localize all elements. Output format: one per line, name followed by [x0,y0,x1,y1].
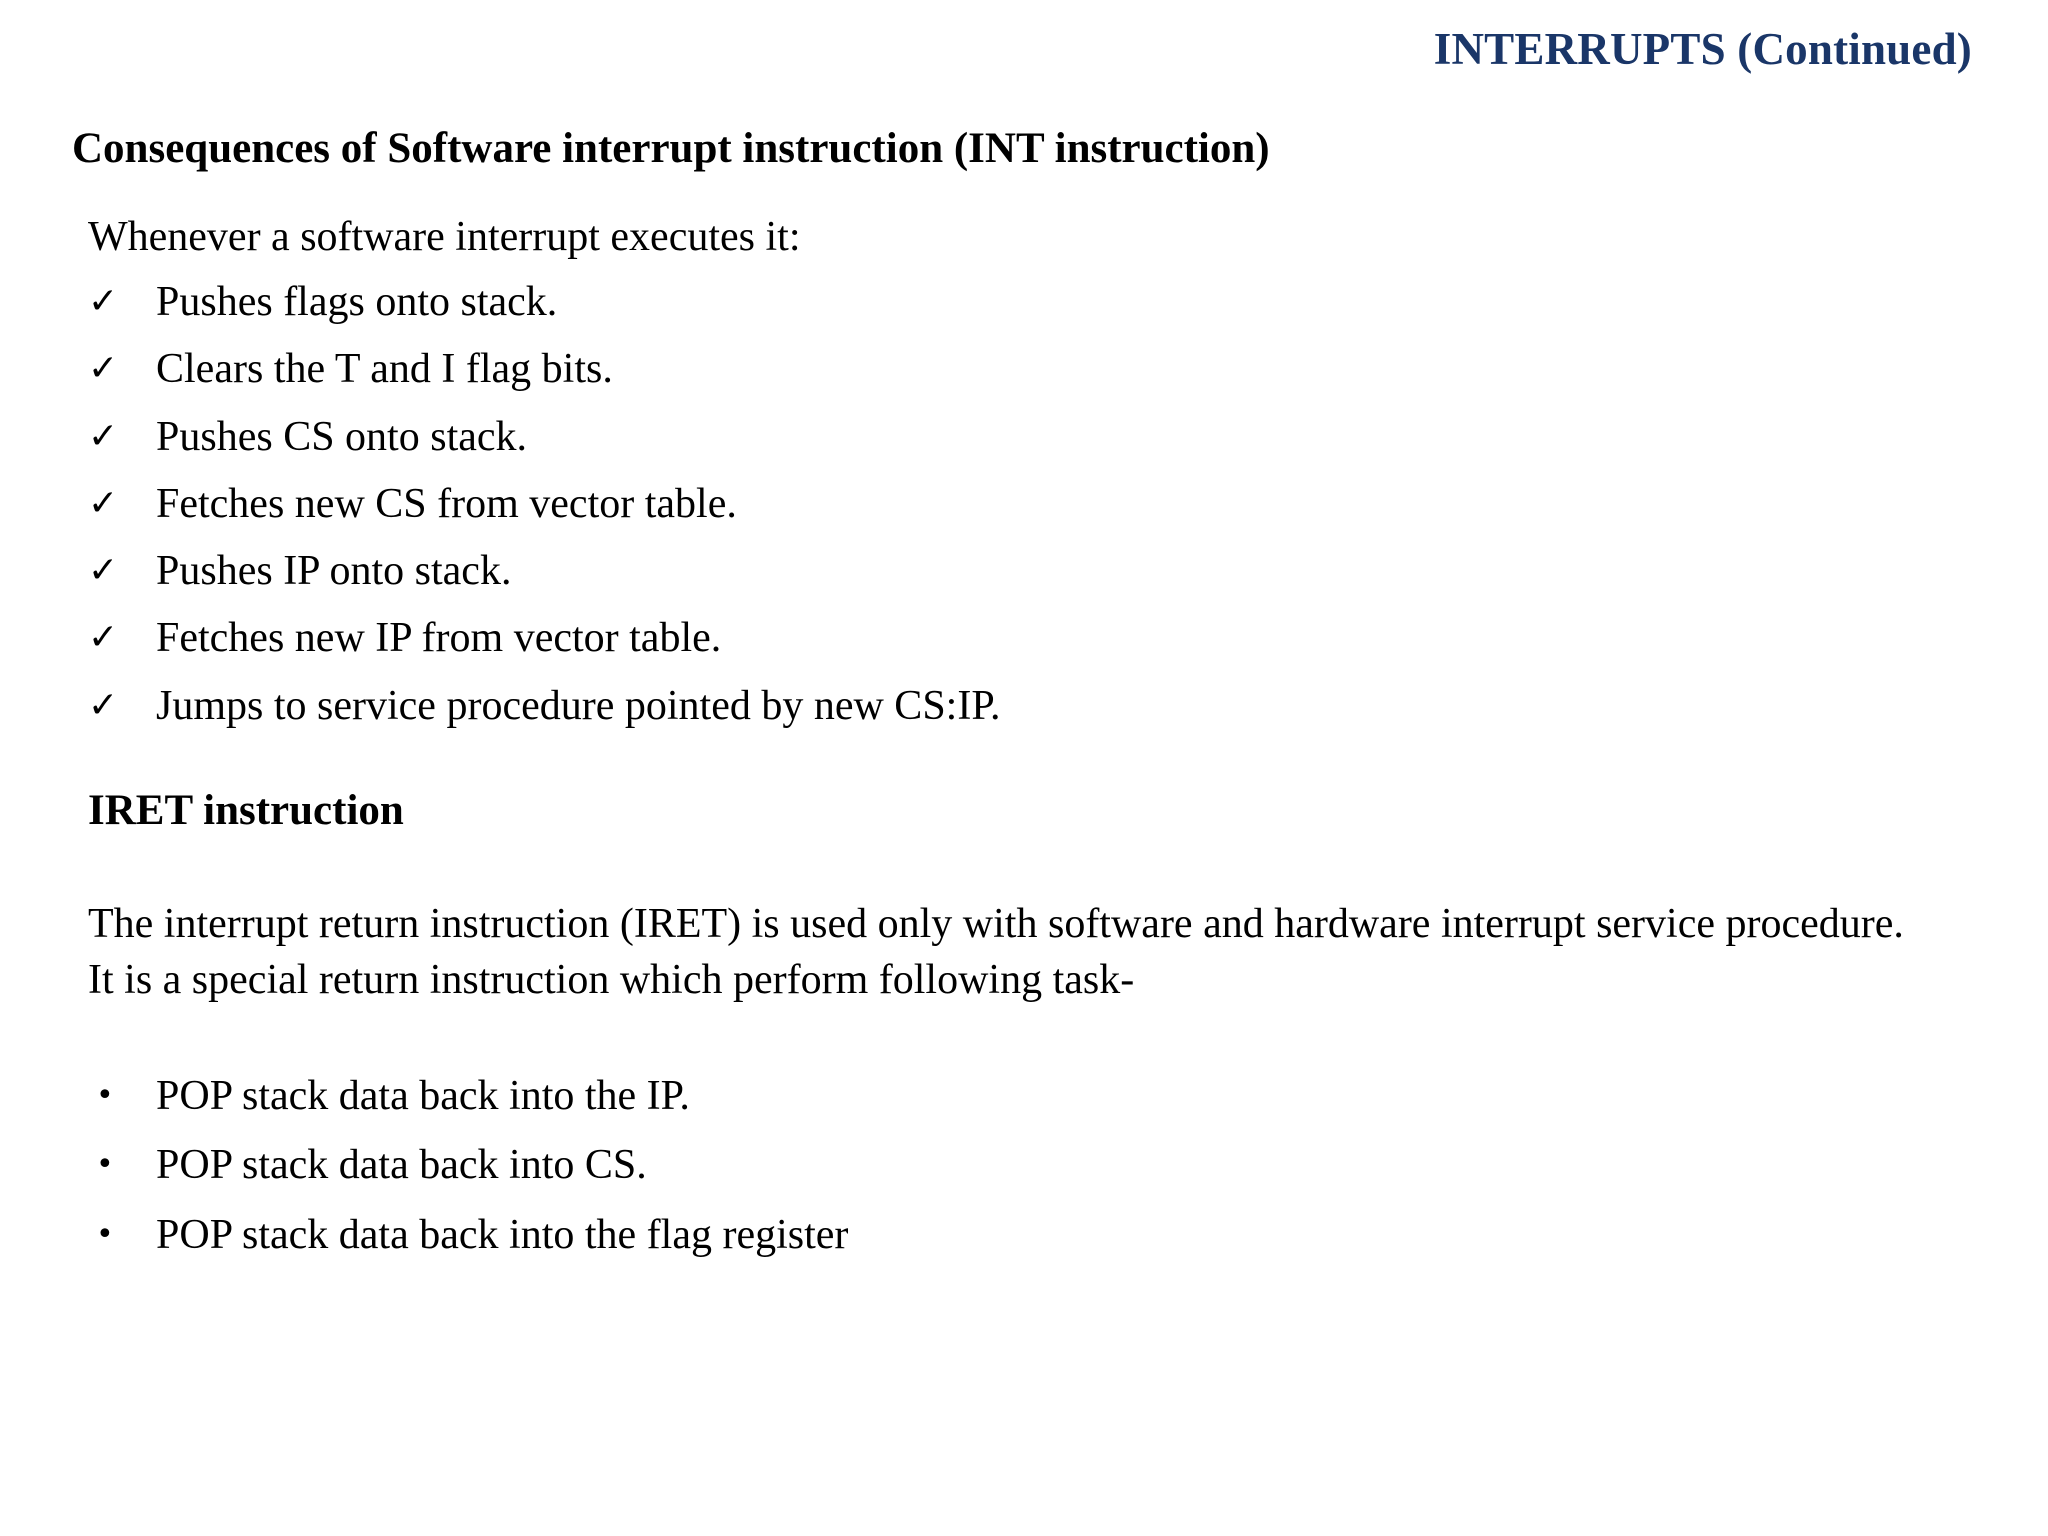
bullet-dot-icon: • [96,1147,114,1183]
intro-line: Whenever a software interrupt executes i… [88,214,801,260]
iret-paragraph-line: It is a special return instruction which… [88,956,1135,1003]
list-item-label: Pushes IP onto stack. [156,548,512,595]
list-item-label: Jumps to service procedure pointed by ne… [156,682,1001,729]
list-item: • POP stack data back into CS. [88,1141,848,1189]
list-item-label: POP stack data back into the IP. [156,1073,690,1119]
list-item: ✓ Clears the T and I flag bits. [88,345,1001,393]
list-item-label: POP stack data back into CS. [156,1142,647,1189]
list-item: ✓ Pushes CS onto stack. [88,413,1001,461]
check-icon: ✓ [88,550,119,592]
check-icon: ✓ [88,415,119,457]
list-item-label: Fetches new CS from vector table. [156,480,737,527]
check-icon: ✓ [88,482,119,524]
check-icon: ✓ [88,348,119,390]
bullet-dot-icon: • [96,1078,114,1113]
checkmark-bullet-list: ✓ Pushes flags onto stack. ✓ Clears the … [88,278,1001,749]
list-item: • POP stack data back into the IP. [88,1072,848,1120]
list-item-label: Pushes flags onto stack. [156,279,558,325]
section-heading-iret: IRET instruction [88,787,404,834]
slide-footer: Lecture materials on "Program Control In… [0,1426,2048,1536]
slide-title: INTERRUPTS (Continued) [1433,24,1972,74]
list-item-label: POP stack data back into the flag regist… [156,1211,849,1258]
check-icon: ✓ [88,281,119,322]
list-item: ✓ Fetches new IP from vector table. [88,614,1001,662]
check-icon: ✓ [88,617,119,659]
pop-bullet-list: • POP stack data back into the IP. • POP… [88,1072,848,1280]
list-item: ✓ Fetches new CS from vector table. [88,480,1001,528]
list-item-label: Clears the T and I flag bits. [156,346,613,393]
bullet-dot-icon: • [96,1216,114,1252]
list-item: ✓ Jumps to service procedure pointed by … [88,682,1001,730]
list-item-label: Pushes CS onto stack. [156,413,528,460]
list-item: • POP stack data back into the flag regi… [88,1211,848,1259]
list-item-label: Fetches new IP from vector table. [156,615,722,662]
iret-paragraph-line: The interrupt return instruction (IRET) … [88,901,1904,947]
check-icon: ✓ [88,684,119,726]
list-item: ✓ Pushes IP onto stack. [88,547,1001,595]
section-heading-consequences: Consequences of Software interrupt instr… [72,125,1270,172]
iret-paragraph: The interrupt return instruction (IRET) … [88,898,1918,1006]
list-item: ✓ Pushes flags onto stack. [88,278,1001,326]
